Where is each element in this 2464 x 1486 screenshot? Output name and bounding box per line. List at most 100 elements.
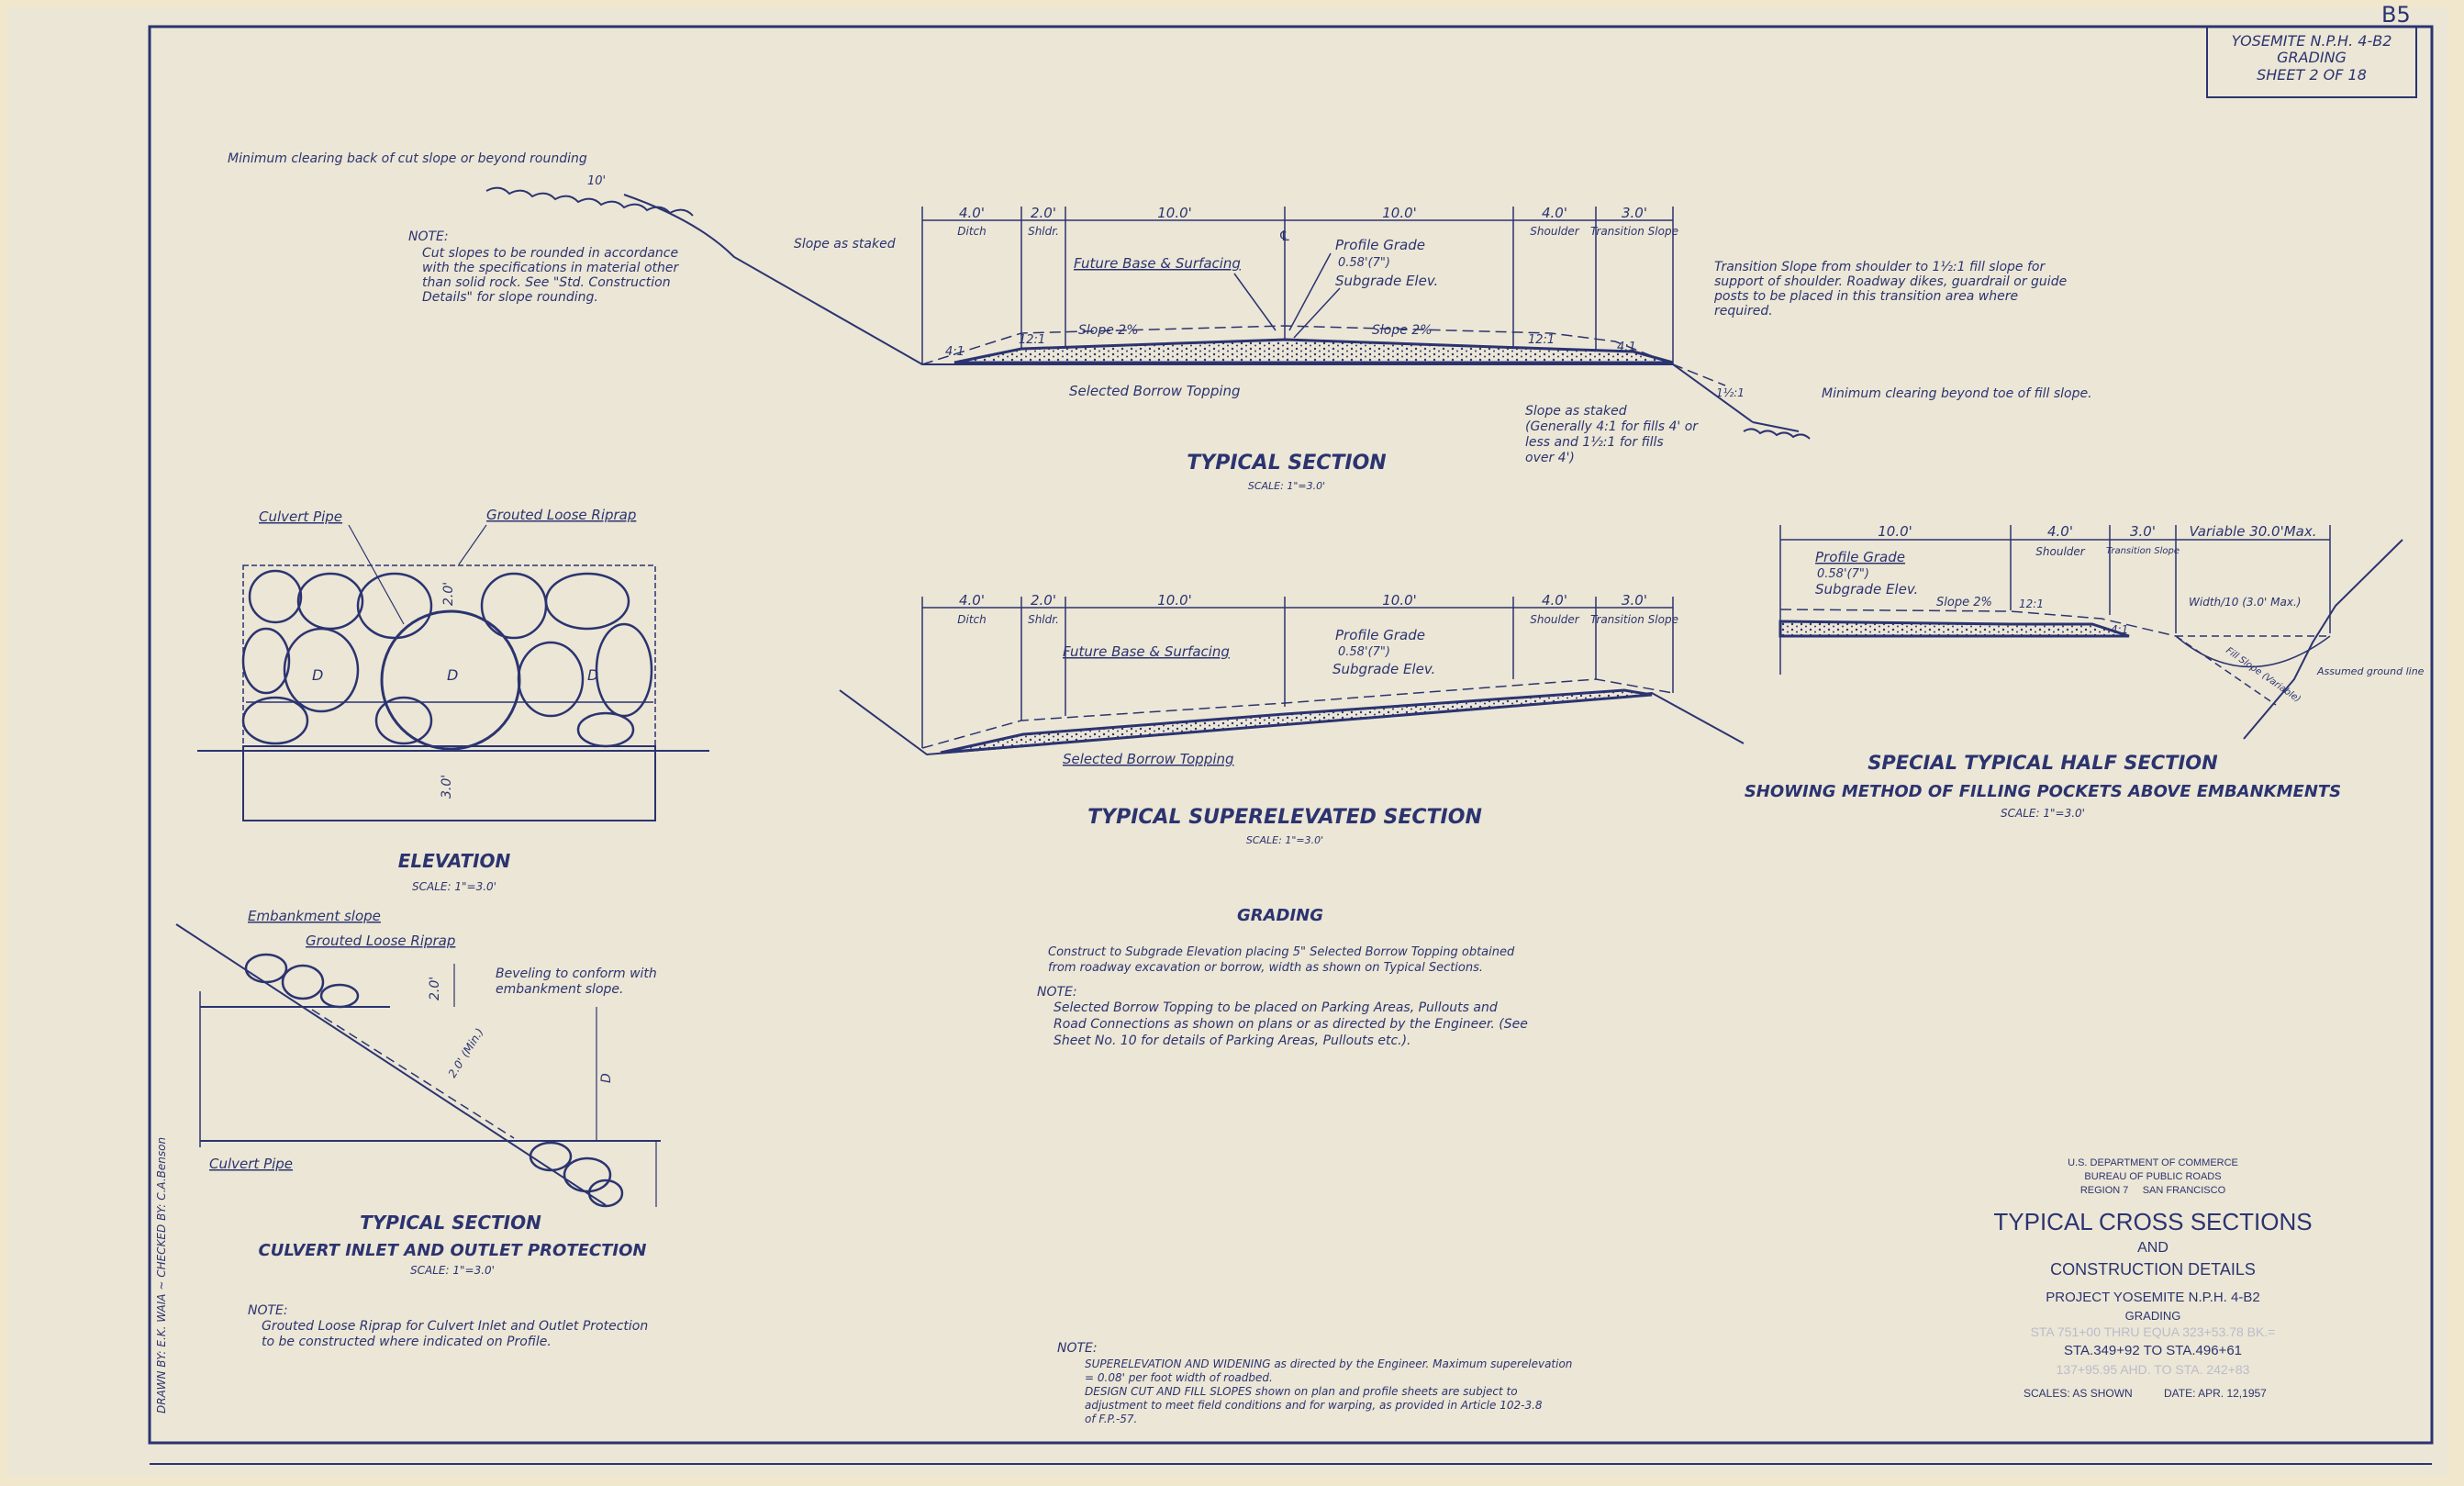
- dim-shoulder-left-label: Shldr.: [1028, 225, 1059, 238]
- finished-grade-line: [921, 678, 1674, 749]
- slope-label: Slope 2%: [1936, 596, 1992, 609]
- depth-label: 0.58'(7"): [1338, 645, 1390, 659]
- selected-borrow-label: Selected Borrow Topping: [1063, 751, 1234, 767]
- min-clearing-toe: Minimum clearing beyond toe of fill slop…: [1822, 386, 2092, 401]
- dim-lane-left: 10.0': [1157, 205, 1192, 221]
- ground-line-label: Assumed ground line: [2316, 665, 2425, 677]
- borrow-topping-layer: [940, 688, 1653, 754]
- embankment-slope: [175, 923, 607, 1206]
- transition-note: required.: [1714, 304, 1773, 318]
- culvert-title: TYPICAL SECTION: [360, 1212, 541, 1234]
- slope-left: Slope 2%: [1078, 323, 1139, 338]
- project-line: PROJECT YOSEMITE N.P.H. 4-B2: [2046, 1290, 2259, 1305]
- sheet-id-box: YOSEMITE N.P.H. 4-B2 GRADING SHEET 2 OF …: [2206, 26, 2417, 98]
- scales-label: SCALES: AS SHOWN: [2024, 1387, 2133, 1400]
- dim-shoulder-right-label: Shoulder: [1530, 225, 1580, 238]
- half-section-title: SPECIAL TYPICAL HALF SECTION: [1868, 752, 2218, 774]
- dim-shoulder-left: 2.0': [1031, 205, 1056, 221]
- grading-note: Road Connections as shown on plans or as…: [1054, 1017, 1528, 1032]
- riprap-label: Grouted Loose Riprap: [306, 933, 455, 949]
- half-section: 10.0' 4.0' Shoulder 3.0' Transition Slop…: [1745, 523, 2425, 820]
- riprap-label: Grouted Loose Riprap: [486, 507, 636, 523]
- width-note: Width/10 (3.0' Max.): [2189, 596, 2301, 609]
- dim-shoulder-right-label: Shoulder: [1530, 613, 1580, 626]
- grading-notes: GRADING Construct to Subgrade Elevation …: [1037, 906, 1528, 1048]
- slope-right: Slope 2%: [1372, 323, 1433, 338]
- typical-section: Minimum clearing back of cut slope or be…: [228, 151, 2092, 492]
- ratio-12-right: 12:1: [1528, 333, 1555, 347]
- dim-lane-left: 10.0': [1157, 592, 1192, 609]
- borrow-topping-layer: [953, 338, 1674, 364]
- ratio-12-left: 12:1: [1019, 333, 1045, 347]
- half-section-scale: SCALE: 1"=3.0': [2001, 807, 2085, 820]
- ratio-12: 12:1: [2019, 598, 2044, 610]
- note-line: Cut slopes to be rounded in accordance: [422, 246, 678, 261]
- transition-note: posts to be placed in this transition ar…: [1713, 289, 2018, 304]
- erased-stations-2: 137+95.95 AHD. TO STA. 242+83: [2057, 1362, 2250, 1377]
- staked-note: (Generally 4:1 for fills 4' or: [1525, 419, 1699, 434]
- dimension-lines: [453, 964, 657, 1207]
- title-block: U.S. DEPARTMENT OF COMMERCE BUREAU OF PU…: [1993, 1157, 2312, 1400]
- dim-shoulder-label: Shoulder: [2035, 545, 2086, 558]
- elevation-title: ELEVATION: [398, 850, 511, 872]
- dim-shoulder-left: 2.0': [1031, 592, 1056, 609]
- dim-ditch-label: Ditch: [957, 225, 986, 238]
- culvert-pipe-label: Culvert Pipe: [209, 1156, 293, 1172]
- sheet-grading: GRADING: [2277, 49, 2347, 66]
- selected-borrow-label: Selected Borrow Topping: [1069, 383, 1241, 399]
- dim-lane: 10.0': [1878, 523, 1912, 540]
- centerline-symbol: ℄: [1278, 228, 1290, 244]
- borrow-topping-layer: [1778, 620, 2130, 638]
- culvert-note-line: Grouted Loose Riprap for Culvert Inlet a…: [262, 1319, 648, 1334]
- agency-line: BUREAU OF PUBLIC ROADS: [2084, 1171, 2221, 1182]
- drawing-subtitle: CONSTRUCTION DETAILS: [2050, 1260, 2256, 1279]
- sheet-number: SHEET 2 OF 18: [2257, 66, 2367, 84]
- sheet-project: YOSEMITE N.P.H. 4-B2: [2232, 32, 2392, 50]
- fill-toe: [1752, 421, 1800, 432]
- superelevated-scale: SCALE: 1"=3.0': [1246, 834, 1323, 846]
- beveling-line: Beveling to conform with: [496, 966, 657, 981]
- elevation-scale: SCALE: 1"=3.0': [412, 880, 496, 893]
- typical-section-scale: SCALE: 1"=3.0': [1248, 480, 1325, 492]
- culvert-note-head: NOTE:: [248, 1303, 288, 1318]
- elevation-detail: D D D 2.0' 3.0' Culvert Pipe Grouted Loo…: [197, 507, 709, 893]
- transition-note: support of shoulder. Roadway dikes, guar…: [1714, 274, 2067, 289]
- leader-lines: [348, 524, 487, 625]
- bottom-note-line: adjustment to meet field conditions and …: [1085, 1399, 1543, 1412]
- d-label: D: [599, 1073, 614, 1083]
- culvert-subtitle: CULVERT INLET AND OUTLET PROTECTION: [259, 1241, 647, 1260]
- note-line: than solid rock. See "Std. Construction: [422, 275, 671, 290]
- min-clearing-top: Minimum clearing back of cut slope or be…: [228, 151, 587, 166]
- foundation-hatch: [242, 745, 656, 821]
- superelevated-title: TYPICAL SUPERELEVATED SECTION: [1087, 806, 1482, 829]
- dim-shoulder-right: 4.0': [1542, 592, 1567, 609]
- profile-grade-label: Profile Grade: [1335, 627, 1425, 643]
- grading-note: Selected Borrow Topping to be placed on …: [1054, 1000, 1498, 1015]
- d-center: D: [447, 666, 458, 684]
- dim-transition: 3.0': [1622, 592, 1647, 609]
- dim-transition-label: Transition Slope: [2106, 546, 2180, 556]
- d-left: D: [312, 666, 323, 684]
- profile-grade-label: Profile Grade: [1815, 549, 1905, 565]
- dim-shoulder: 4.0': [2047, 523, 2073, 540]
- typical-section-title: TYPICAL SECTION: [1187, 452, 1386, 475]
- subgrade-label: Subgrade Elev.: [1332, 661, 1435, 677]
- ratio-4: 4:1: [2111, 623, 2128, 636]
- future-base-label: Future Base & Surfacing: [1074, 255, 1241, 272]
- dim-ditch-label: Ditch: [957, 613, 986, 626]
- dim-ditch: 4.0': [959, 205, 985, 221]
- sheet-border: [148, 25, 2434, 1445]
- finished-grade-line: [921, 325, 1726, 386]
- culvert-pipe-circle: [380, 609, 521, 751]
- d-right: D: [587, 666, 598, 684]
- grading-title: GRADING: [1237, 906, 1323, 925]
- ratio-4-left: 4:1: [945, 345, 964, 359]
- grading-line: GRADING: [2125, 1309, 2181, 1323]
- bottom-note-line: = 0.08' per foot width of roadbed.: [1085, 1371, 1273, 1384]
- transition-note: Transition Slope from shoulder to 1½:1 f…: [1714, 260, 2046, 274]
- drawing-title: TYPICAL CROSS SECTIONS: [1993, 1208, 2312, 1235]
- dim-shoulder-right: 4.0': [1542, 205, 1567, 221]
- future-base-label: Future Base & Surfacing: [1063, 643, 1230, 660]
- depth-label: 0.58'(7"): [1817, 567, 1869, 581]
